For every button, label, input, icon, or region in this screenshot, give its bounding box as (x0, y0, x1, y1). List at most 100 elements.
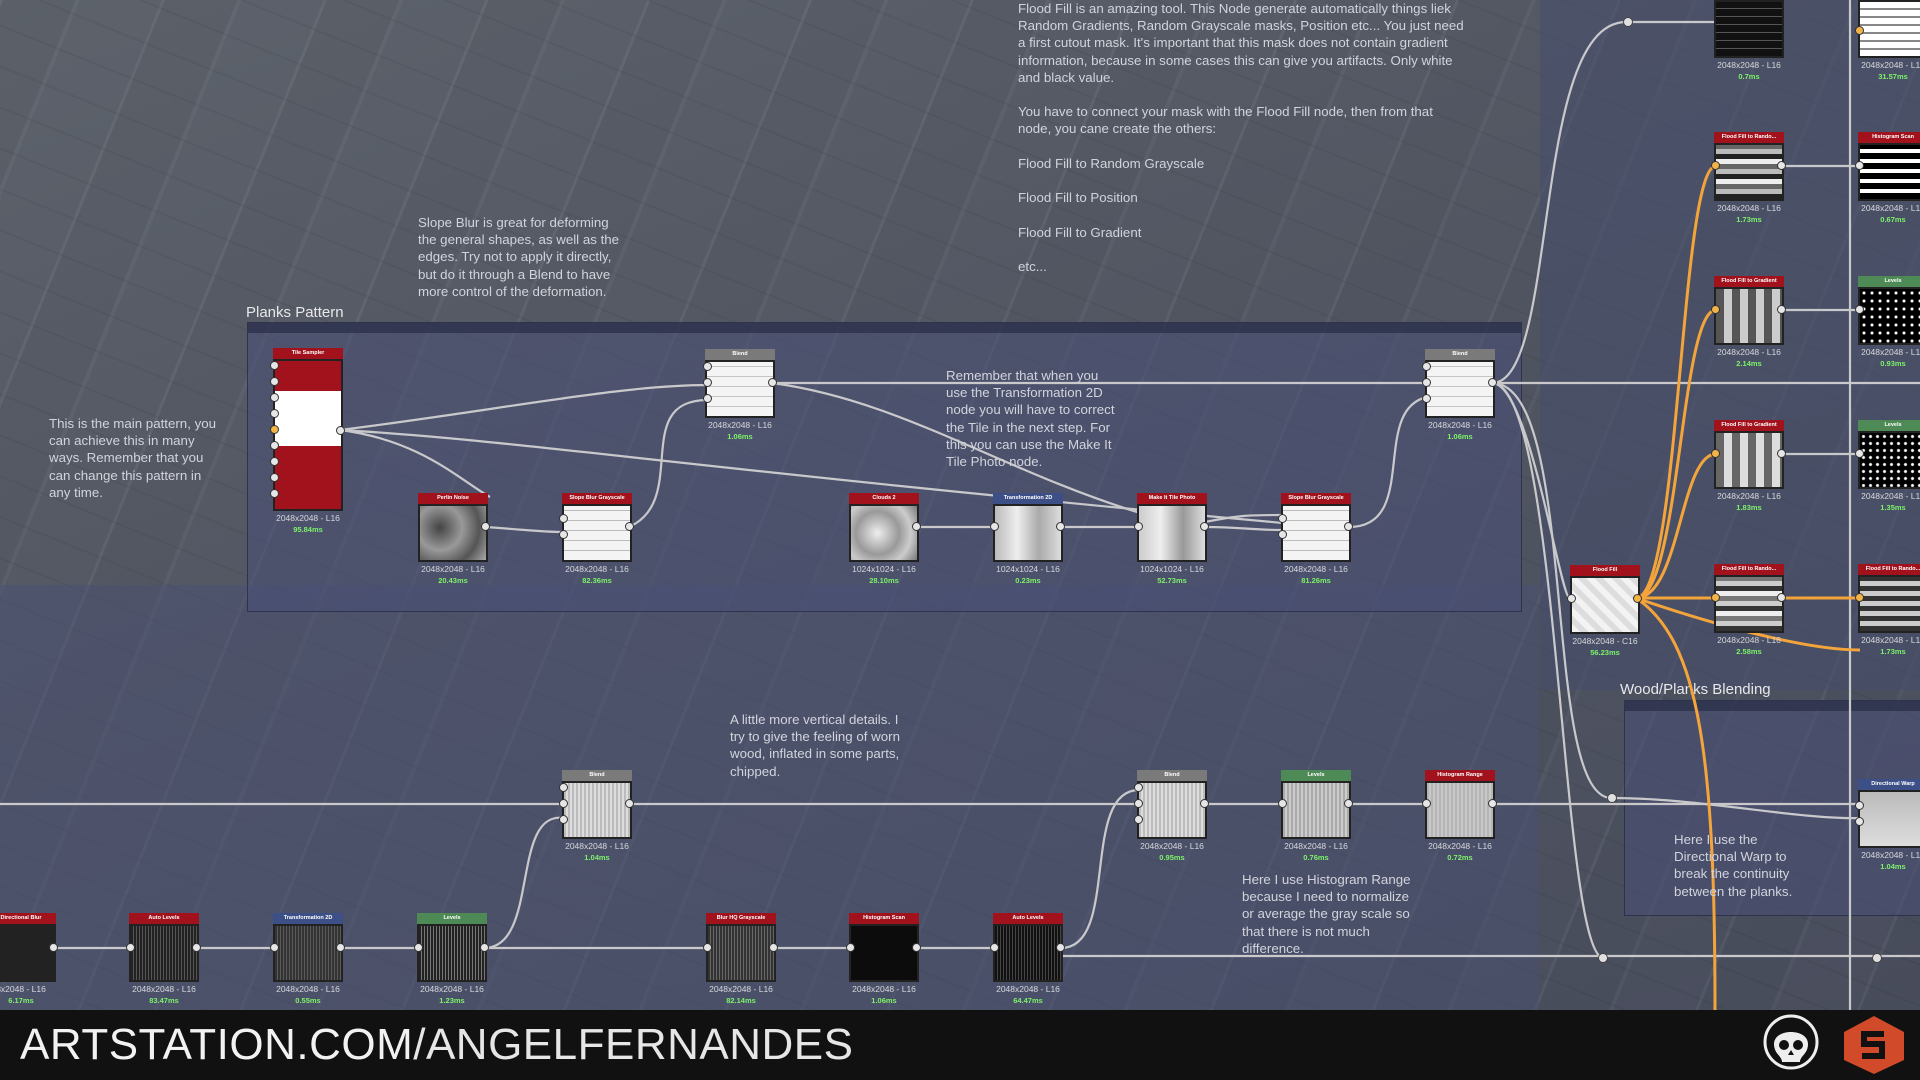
node-histogram-scan[interactable]: Histogram Scan 2048x2048 - L16 1.06ms (849, 913, 919, 1005)
node-ff-random-r[interactable]: Flood Fill to Rando... 2048x2048 - L16 1… (1858, 564, 1920, 656)
node-output-port[interactable] (1200, 799, 1209, 808)
node-input-port[interactable] (270, 457, 279, 466)
node-auto-levels-2[interactable]: Auto Levels 2048x2048 - L16 64.47ms (993, 913, 1063, 1005)
node-output-port[interactable] (1056, 943, 1065, 952)
node-directional-blur[interactable]: Directional Blur 8x2048 - L16 6.17ms (0, 913, 56, 1005)
node-input-port[interactable] (1855, 305, 1864, 314)
node-blend-3[interactable]: Blend 2048x2048 - L16 1.04ms (562, 770, 632, 862)
node-input-port[interactable] (1422, 378, 1431, 387)
node-auto-levels-1[interactable]: Auto Levels 2048x2048 - L16 83.47ms (129, 913, 199, 1005)
node-levels-r2[interactable]: Levels 2048x2048 - L16 1.35ms (1858, 420, 1920, 512)
node-input-port[interactable] (990, 943, 999, 952)
node-histogram-range[interactable]: Histogram Range 2048x2048 - L16 0.72ms (1425, 770, 1495, 862)
node-slope-blur-1[interactable]: Slope Blur Grayscale 2048x2048 - L16 82.… (562, 493, 632, 585)
node-ff-random-2[interactable]: Flood Fill to Rando... 2048x2048 - L16 2… (1714, 564, 1784, 656)
wire-reroute-dot[interactable] (1872, 953, 1882, 963)
node-input-port[interactable] (1855, 26, 1864, 35)
node-ff-gradient-1[interactable]: Flood Fill to Gradient 2048x2048 - L16 2… (1714, 276, 1784, 368)
node-input-port[interactable] (1134, 783, 1143, 792)
node-graph-canvas[interactable]: Planks Pattern Wood/Planks Blending (0, 0, 1920, 1010)
node-output-port[interactable] (1056, 522, 1065, 531)
node-input-port[interactable] (1855, 161, 1864, 170)
node-input-port[interactable] (1855, 801, 1864, 810)
node-input-port[interactable] (559, 799, 568, 808)
node-output-port[interactable] (768, 378, 777, 387)
node-ff-random-1[interactable]: Flood Fill to Rando... 2048x2048 - L16 1… (1714, 132, 1784, 224)
node-clouds-2[interactable]: Clouds 2 1024x1024 - L16 28.10ms (849, 493, 919, 585)
node-input-port[interactable] (126, 943, 135, 952)
node-input-port[interactable] (1711, 305, 1720, 314)
node-input-port[interactable] (270, 943, 279, 952)
node-input-port[interactable] (1134, 815, 1143, 824)
node-output-port[interactable] (1200, 522, 1209, 531)
frame-planks-pattern[interactable] (247, 322, 1522, 612)
node-output-port[interactable] (1633, 594, 1642, 603)
node-output-port[interactable] (1777, 449, 1786, 458)
node-output-port[interactable] (1777, 305, 1786, 314)
node-input-port[interactable] (1134, 522, 1143, 531)
node-output-port[interactable] (625, 799, 634, 808)
node-input-port[interactable] (559, 530, 568, 539)
node-output-port[interactable] (1344, 799, 1353, 808)
node-blend-4[interactable]: Blend 2048x2048 - L16 0.95ms (1137, 770, 1207, 862)
node-tile-sampler[interactable]: Tile Sampler 2048x2048 - L16 95.84ms (273, 348, 343, 534)
node-input-port[interactable] (1422, 799, 1431, 808)
node-input-port[interactable] (703, 394, 712, 403)
node-levels-bottom[interactable]: Levels 2048x2048 - L16 1.23ms (417, 913, 487, 1005)
node-ff-top[interactable]: 2048x2048 - L16 0.7ms (1714, 0, 1784, 81)
node-input-port[interactable] (559, 815, 568, 824)
node-output-port[interactable] (769, 943, 778, 952)
node-output-port[interactable] (1488, 799, 1497, 808)
node-output-port[interactable] (336, 943, 345, 952)
node-output-port[interactable] (336, 426, 345, 435)
node-input-port[interactable] (414, 943, 423, 952)
node-blend-2[interactable]: Blend 2048x2048 - L16 1.06ms (1425, 349, 1495, 441)
node-output-port[interactable] (49, 943, 58, 952)
node-flood-fill[interactable]: Flood Fill 2048x2048 - C16 56.23ms (1570, 565, 1640, 657)
node-output-port[interactable] (1777, 161, 1786, 170)
node-blur-hq[interactable]: Blur HQ Grayscale 2048x2048 - L16 82.14m… (706, 913, 776, 1005)
node-input-port[interactable] (1422, 362, 1431, 371)
node-input-port[interactable] (1278, 799, 1287, 808)
node-input-port[interactable] (846, 943, 855, 952)
node-output-port[interactable] (625, 522, 634, 531)
node-ff-gradient-2[interactable]: Flood Fill to Gradient 2048x2048 - L16 1… (1714, 420, 1784, 512)
node-input-port[interactable] (1134, 799, 1143, 808)
node-input-port[interactable] (1711, 593, 1720, 602)
node-input-port[interactable] (1711, 449, 1720, 458)
node-perlin-noise[interactable]: Perlin Noise 2048x2048 - L16 20.43ms (418, 493, 488, 585)
node-input-port[interactable] (270, 473, 279, 482)
node-input-port[interactable] (1278, 530, 1287, 539)
node-input-port[interactable] (559, 514, 568, 523)
node-slope-blur-2[interactable]: Slope Blur Grayscale 2048x2048 - L16 81.… (1281, 493, 1351, 585)
node-directional-warp-r[interactable]: Directional Warp 2048x2048 - L16 1.04ms (1858, 779, 1920, 871)
node-transformation-2[interactable]: Transformation 2D 2048x2048 - L16 0.55ms (273, 913, 343, 1005)
node-input-port[interactable] (1711, 161, 1720, 170)
node-output-port[interactable] (1488, 378, 1497, 387)
node-output-port[interactable] (1777, 593, 1786, 602)
wire-reroute-dot[interactable] (1607, 793, 1617, 803)
node-input-port[interactable] (270, 393, 279, 402)
node-output-port[interactable] (481, 522, 490, 531)
wire-reroute-dot[interactable] (1623, 17, 1633, 27)
node-input-port[interactable] (270, 409, 279, 418)
node-histogram-scan-r[interactable]: Histogram Scan 2048x2048 - L16 0.67ms (1858, 132, 1920, 224)
node-input-port[interactable] (703, 943, 712, 952)
wire-reroute-dot[interactable] (1598, 953, 1608, 963)
node-input-port[interactable] (703, 362, 712, 371)
node-input-port[interactable] (1422, 394, 1431, 403)
node-input-port[interactable] (1567, 594, 1576, 603)
node-levels-r1[interactable]: Levels 2048x2048 - L16 0.93ms (1858, 276, 1920, 368)
node-transformation-1[interactable]: Transformation 2D 1024x1024 - L16 0.23ms (993, 493, 1063, 585)
artstation-url[interactable]: ARTSTATION.COM/ANGELFERNANDES (20, 1020, 854, 1070)
node-output-port[interactable] (912, 522, 921, 531)
node-output-port[interactable] (1344, 522, 1353, 531)
node-input-port[interactable] (1855, 817, 1864, 826)
node-output-port[interactable] (480, 943, 489, 952)
node-make-it-tile[interactable]: Make It Tile Photo 1024x1024 - L16 52.73… (1137, 493, 1207, 585)
node-input-port[interactable] (559, 783, 568, 792)
node-output-port[interactable] (912, 943, 921, 952)
node-levels-mid[interactable]: Levels 2048x2048 - L16 0.76ms (1281, 770, 1351, 862)
node-input-port[interactable] (270, 361, 279, 370)
node-input-port[interactable] (270, 377, 279, 386)
